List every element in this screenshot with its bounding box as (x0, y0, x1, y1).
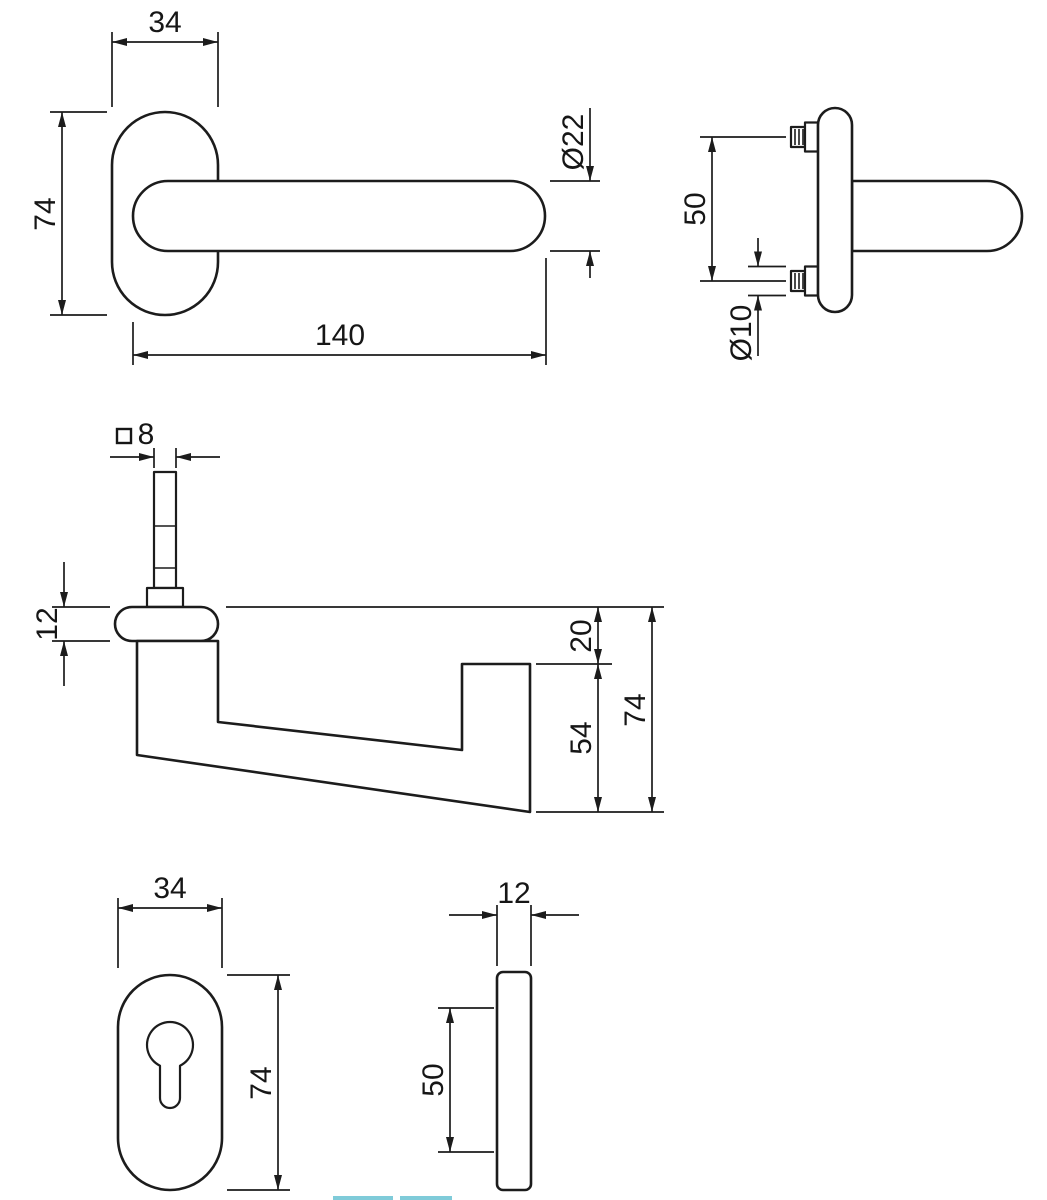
dim-escutcheon-height: 74 (227, 974, 290, 1191)
dim-label-grip-depth: 54 (565, 721, 598, 754)
spindle-detail-lines (154, 525, 176, 569)
escutcheon-side-profile (495, 970, 533, 1192)
dim-label-lever-length: 140 (315, 319, 365, 352)
dim-label-rose-width: 34 (148, 6, 181, 39)
dim-escutcheon-thickness: 12 (449, 877, 579, 966)
dim-label-screw-diameter: Ø10 (725, 305, 758, 362)
lever-side (850, 179, 1024, 253)
square-section-symbol (115, 427, 133, 445)
dim-profile-depths: 20 54 74 (226, 606, 664, 813)
fixing-screw-top (789, 121, 820, 153)
view-handle-profile: 8 12 20 54 74 (31, 418, 664, 814)
dim-rose-height: 74 (29, 111, 107, 316)
dim-label-rose-thickness: 12 (31, 607, 64, 640)
dim-spindle-square: 8 (110, 418, 220, 468)
lever-front (131, 179, 547, 253)
dim-escutcheon-hole-spacing: 50 (417, 1007, 494, 1153)
view-escutcheon-front: 34 74 (116, 872, 290, 1192)
spindle-collar (145, 586, 185, 609)
dim-rose-thickness: 12 (31, 562, 110, 686)
rose-side (816, 106, 854, 314)
view-escutcheon-side: 12 50 (417, 877, 579, 1192)
dim-label-spindle-square: 8 (138, 418, 155, 451)
lever-profile (135, 639, 532, 814)
dim-label-lever-diameter: Ø22 (557, 114, 590, 171)
dim-screw-spacing: 50 (679, 136, 786, 282)
dim-label-escutcheon-height: 74 (245, 1066, 278, 1099)
euro-profile-keyhole (145, 1020, 195, 1110)
dim-label-screw-spacing: 50 (679, 192, 712, 225)
dim-rose-width: 34 (111, 6, 219, 107)
dim-escutcheon-width: 34 (117, 872, 223, 968)
view-handle-front: 34 74 140 Ø22 (29, 6, 600, 365)
dim-label-escutcheon-thickness: 12 (497, 877, 530, 910)
rose-profile (113, 605, 220, 643)
fixing-screw-bottom (789, 265, 820, 297)
dim-lever-diameter: Ø22 (550, 108, 600, 278)
dim-label-escutcheon-width: 34 (153, 872, 186, 905)
spindle-shaft (152, 470, 178, 590)
dim-label-total-depth: 74 (619, 693, 652, 726)
dim-lever-length: 140 (132, 258, 547, 365)
dim-label-neck-offset: 20 (565, 619, 598, 652)
dim-label-rose-height: 74 (29, 197, 62, 230)
cropped-footer-marks (333, 1196, 452, 1200)
dim-screw-diameter: Ø10 (725, 238, 786, 361)
view-handle-side: 50 Ø10 (679, 106, 1024, 361)
dim-label-escutcheon-hole-spacing: 50 (417, 1063, 450, 1096)
